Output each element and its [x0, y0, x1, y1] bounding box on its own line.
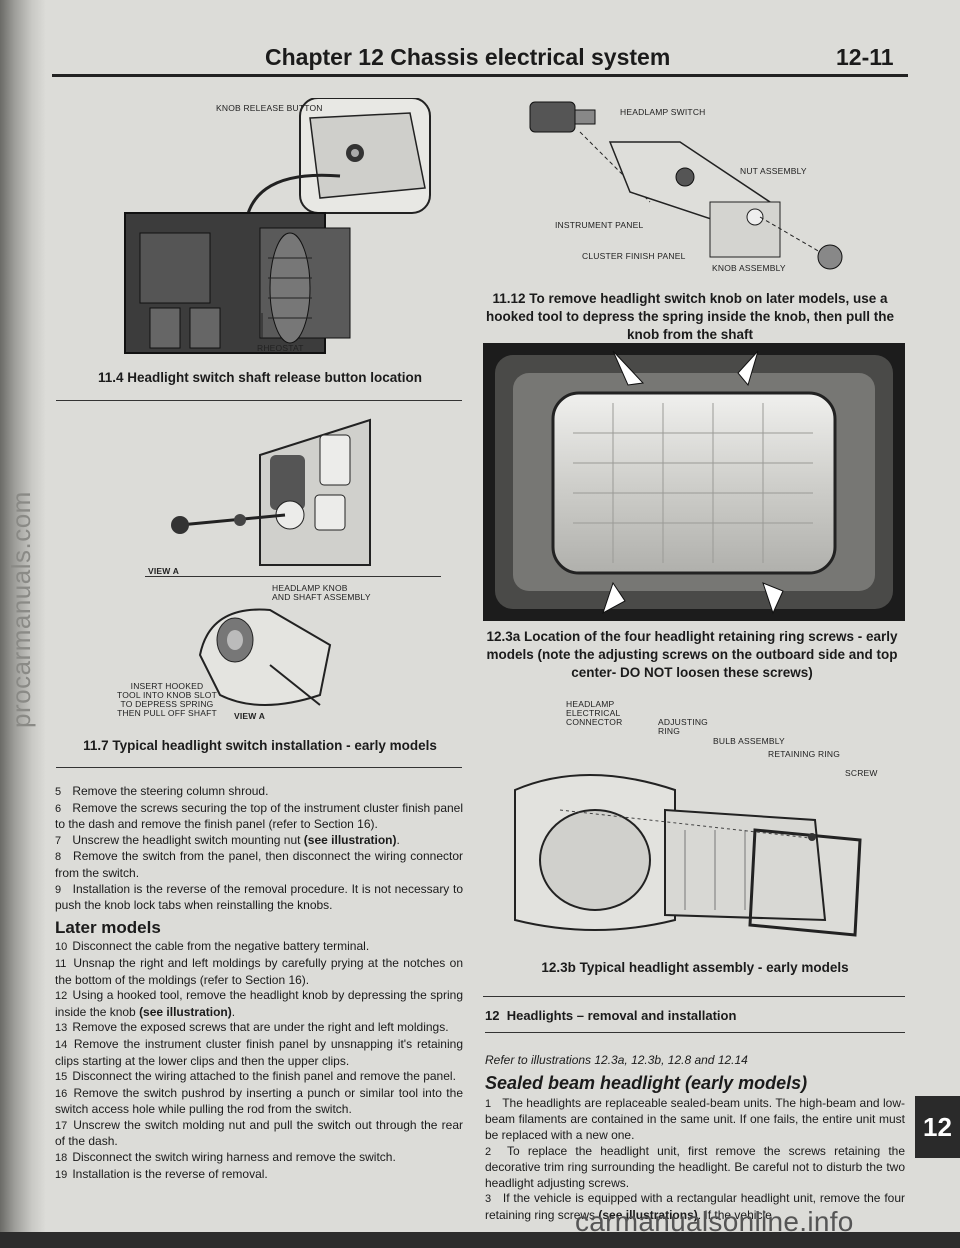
step-6: 6 Remove the screws securing the top of … [55, 800, 463, 832]
step-11: 11 Unsnap the right and left moldings by… [55, 955, 463, 987]
chapter-title: Chapter 12 Chassis electrical system [265, 44, 671, 70]
illustration-ref: (see illustration) [303, 832, 397, 847]
figure-11-4-illustration [124, 98, 431, 354]
step-number: 14 [55, 1038, 68, 1051]
rule-right-2 [485, 1031, 905, 1033]
step-1: 1 The headlights are replaceable sealed-… [485, 1095, 905, 1142]
step-3: 3 If the vehicle is equipped with a rect… [485, 1191, 905, 1222]
section-number: 12 [485, 1008, 500, 1023]
step-13: 13 Remove the exposed screws that are un… [55, 1020, 463, 1037]
rule-left-2 [56, 767, 462, 768]
step-16: 16 Remove the switch pushrod by insertin… [55, 1085, 463, 1117]
step-15: 15 Disconnect the wiring attached to the… [55, 1069, 463, 1086]
step-19: 19 Installation is the reverse of remova… [55, 1167, 463, 1184]
left-column-text: 5 Remove the steering column shroud.6 Re… [55, 784, 463, 1183]
steps-early: 5 Remove the steering column shroud.6 Re… [55, 784, 463, 914]
step-5: 5 Remove the steering column shroud. [55, 784, 463, 801]
step-17: 17 Unscrew the switch molding nut and pu… [55, 1117, 463, 1149]
step-number: 2 [485, 1145, 492, 1158]
callout-bulb-assembly: BULB ASSEMBLY [713, 736, 785, 746]
step-number: 11 [55, 957, 67, 970]
step-10: 10 Disconnect the cable from the negativ… [55, 939, 463, 956]
figure-11-7-hand-illustration [198, 608, 332, 706]
footer-watermark: carmanualsonline.info [575, 1206, 854, 1237]
step-12: 12 Using a hooked tool, remove the headl… [55, 988, 463, 1019]
step-number: 9 [55, 883, 62, 896]
steps-later: 10 Disconnect the cable from the negativ… [55, 939, 463, 1183]
binding-shadow [0, 0, 46, 1248]
refer-line: Refer to illustrations 12.3a, 12.3b, 12.… [485, 1052, 748, 1067]
rule-left-1 [56, 400, 462, 401]
step-number: 12 [55, 990, 68, 1003]
step-number: 15 [55, 1071, 68, 1084]
callout-adjusting-ring: ADJUSTING RING [658, 717, 708, 736]
subsection-heading: Sealed beam headlight (early models) [485, 1073, 808, 1094]
chapter-tab: 12 [915, 1096, 960, 1158]
callout-headlamp-switch: HEADLAMP SWITCH [620, 107, 706, 117]
step-number: 13 [55, 1022, 68, 1035]
callout-cluster-finish-panel: CLUSTER FINISH PANEL [582, 251, 686, 261]
caption-11-4: 11.4 Headlight switch shaft release butt… [97, 370, 423, 385]
steps-right: 1 The headlights are replaceable sealed-… [485, 1096, 905, 1224]
step-number: 6 [55, 802, 62, 815]
step-number: 7 [55, 834, 62, 847]
callout-nut-assembly: NUT ASSEMBLY [740, 166, 807, 176]
step-number: 17 [55, 1119, 68, 1132]
side-watermark: procarmanuals.com [6, 491, 36, 728]
caption-12-3a: 12.3a Location of the four headlight ret… [486, 629, 898, 680]
caption-11-7: 11.7 Typical headlight switch installati… [83, 738, 437, 753]
callout-rheostat: RHEOSTAT [257, 343, 304, 353]
caption-12-3b: 12.3b Typical headlight assembly - early… [541, 960, 849, 975]
step-18: 18 Disconnect the switch wiring harness … [55, 1150, 463, 1167]
illustration-ref: (see illustrations) [598, 1207, 698, 1222]
step-number: 5 [55, 786, 62, 798]
rule-right-1 [483, 996, 905, 997]
callout-retaining-ring: RETAINING RING [768, 749, 841, 759]
step-7: 7 Unscrew the headlight switch mounting … [55, 833, 463, 850]
step-number: 10 [55, 941, 68, 954]
callout-knob-shaft: HEADLAMP KNOB AND SHAFT ASSEMBLY [272, 583, 371, 602]
callout-view-a-bottom: VIEW A [234, 711, 266, 721]
step-number: 8 [55, 851, 62, 864]
callout-knob-release: KNOB RELEASE BUTTON [216, 103, 323, 113]
step-8: 8 Remove the switch from the panel, then… [55, 849, 463, 880]
figure-11-7-illustration [171, 418, 371, 566]
header-rule [52, 74, 908, 77]
callout-screw: SCREW [845, 768, 878, 778]
section-title: Headlights – removal and installation [506, 1008, 737, 1023]
callout-hooked-tool: INSERT HOOKED TOOL INTO KNOB SLOT TO DEP… [117, 681, 217, 718]
step-9: 9 Installation is the reverse of the rem… [55, 881, 463, 913]
callout-view-a-top: VIEW A [148, 566, 180, 576]
step-number: 16 [55, 1087, 68, 1100]
section-12-title: 12 Headlights – removal and installation [485, 1008, 905, 1024]
section-heading-later-models: Later models [55, 917, 161, 937]
page-number: 12-11 [836, 44, 894, 70]
right-column-text: 12 Headlights – removal and installation… [485, 1008, 905, 1224]
step-number: 1 [485, 1097, 492, 1110]
caption-11-12: 11.12 To remove headlight switch knob on… [485, 291, 895, 342]
figure-12-3b-illustration [514, 774, 862, 937]
step-number: 3 [485, 1193, 492, 1206]
figure-12-3a-photo [483, 343, 905, 621]
callout-headlamp-connector: HEADLAMP ELECTRICAL CONNECTOR [566, 699, 623, 727]
step-14: 14 Remove the instrument cluster finish … [55, 1036, 463, 1068]
rule-fig-11-7 [145, 576, 441, 577]
step-2: 2 To replace the headlight unit, first r… [485, 1143, 905, 1190]
callout-knob-assembly: KNOB ASSEMBLY [712, 263, 786, 273]
step-number: 19 [55, 1168, 68, 1181]
illustration-ref: (see illustration) [139, 1004, 232, 1019]
figure-11-12-illustration [529, 101, 843, 270]
step-number: 18 [55, 1152, 68, 1165]
callout-instrument-panel: INSTRUMENT PANEL [555, 220, 644, 230]
footer-band [0, 1232, 960, 1248]
